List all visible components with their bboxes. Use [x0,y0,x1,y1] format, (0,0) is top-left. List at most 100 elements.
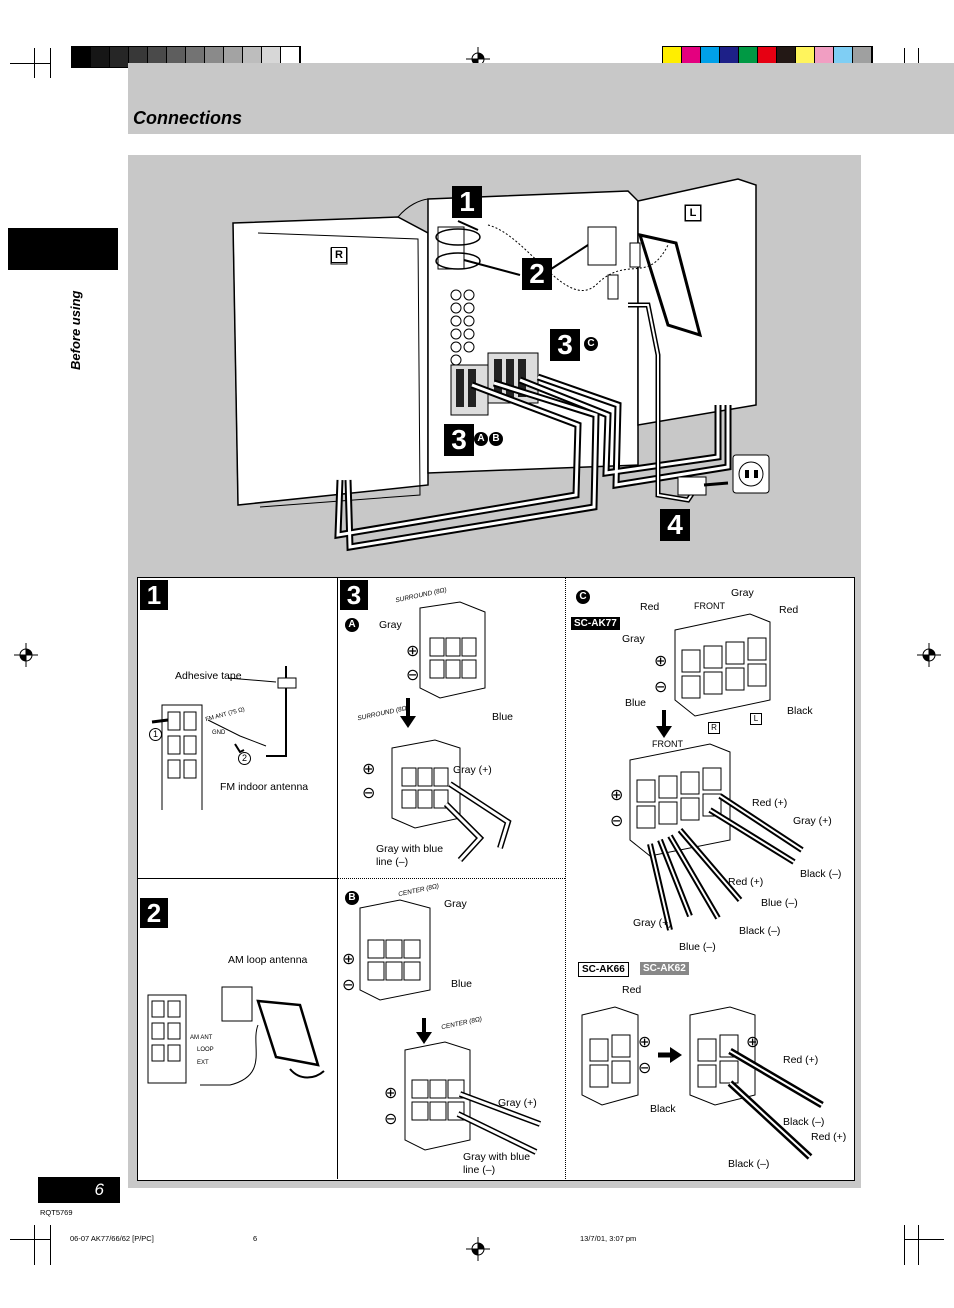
front-label: FRONT [694,601,725,611]
crop-mark [34,48,35,78]
c-red-label: Red [640,601,660,613]
wire-blue-label-b: Blue [451,978,473,990]
svg-text:⊖: ⊖ [610,811,623,830]
wire-gray-label: Gray [379,619,402,631]
front-label: FRONT [652,739,683,749]
panel1-step-badge: 1 [140,580,168,610]
speaker-r-label: R [331,247,347,263]
callout-1: 1 [149,728,162,741]
ak66-black-minus-label: Black (–) [783,1116,825,1128]
panel3-step-badge: 3 [340,580,368,610]
ak66-red-plus-label: Red (+) [811,1131,847,1143]
color-swatch [205,47,224,67]
color-swatch [758,47,777,67]
color-swatch [739,47,758,67]
svg-text:⊕: ⊕ [342,949,355,968]
model-badge-sc-ak62: SC-AK62 [640,962,689,975]
c-black-minus-label: Black (–) [739,925,781,937]
header-band [128,63,954,134]
color-swatch [834,47,853,67]
svg-text:⊕: ⊕ [654,651,667,670]
registration-target-icon [14,643,38,667]
step-1-badge: 1 [452,186,482,218]
svg-text:⊖: ⊖ [638,1058,651,1077]
wire-gray-label-b: Gray [444,898,467,910]
color-swatch [720,47,739,67]
panel-divider [138,878,337,879]
c-l-marker: L [750,713,762,725]
svg-text:⊖: ⊖ [342,975,355,994]
c-red-plus-label: Red (+) [752,797,788,809]
sub-a-marker: A [345,618,359,632]
registration-target-icon [466,1237,490,1261]
am-antenna-label: AM loop antenna [228,954,308,966]
svg-text:⊖: ⊖ [406,665,419,684]
speaker-terminal-illustration-c: ⊕ ⊖ ⊕ ⊖ [610,613,804,931]
crop-mark [10,63,50,64]
crop-mark [918,1225,919,1265]
color-calibration-bar [662,46,873,68]
svg-text:⊖: ⊖ [654,677,667,696]
panel-divider [565,578,566,1179]
color-swatch [281,47,300,67]
model-badge-sc-ak77: SC-AK77 [571,617,620,630]
color-swatch [148,47,167,67]
svg-text:⊕: ⊕ [610,785,623,804]
wire-gray-plus-label-b: Gray (+) [498,1097,537,1109]
wire-gray-blue-line-label-b: Gray with blue line (–) [463,1151,531,1176]
crop-mark [50,1225,51,1265]
page-title: Connections [133,108,243,128]
panel2-step-badge: 2 [140,898,168,928]
fm-antenna-label: FM indoor antenna [220,781,309,793]
sub-c-marker: C [576,590,590,604]
color-swatch [701,47,720,67]
c-black-label: Black [787,705,813,717]
step-2-badge: 2 [522,258,552,290]
step-4-badge: 4 [660,509,690,541]
color-swatch [224,47,243,67]
step-3c-badge: 3 [550,329,580,361]
c-black-minus-label: Black (–) [800,868,842,880]
color-swatch [186,47,205,67]
step-3ab-badge: 3 [444,424,474,456]
panel-divider [338,878,565,879]
callout-2: 2 [238,752,251,765]
crop-mark [34,1225,35,1265]
model-badge-sc-ak66: SC-AK66 [578,962,629,977]
panel-divider [337,578,338,1179]
footer-timestamp: 13/7/01, 3:07 pm [580,1234,637,1243]
color-swatch [110,47,129,67]
am-antenna-illustration [147,986,325,1086]
wire-gray-blue-line-label: Gray with blue line (–) [376,843,444,868]
c-blue-label: Blue [625,697,647,709]
ak66-red-label: Red [622,984,642,996]
c-gray-label: Gray [622,633,645,645]
section-label: Before using [68,290,83,370]
color-swatch [243,47,262,67]
color-swatch [815,47,834,67]
color-swatch [72,47,91,67]
color-swatch [129,47,148,67]
footer-page: 6 [253,1234,258,1243]
c-blue-minus-label: Blue (–) [761,897,798,909]
ext-terminal-label: EXT [197,1060,209,1066]
adhesive-tape-label: Adhesive tape [175,670,242,682]
speaker-terminal-illustration-a: ⊕ ⊖ ⊕ ⊖ [362,601,512,863]
color-swatch [167,47,186,67]
svg-text:⊕: ⊕ [638,1032,651,1051]
gnd-terminal-label: GND [212,730,226,736]
c-r-marker: R [708,722,720,734]
registration-target-icon [917,643,941,667]
crop-mark [904,1239,944,1240]
wire-gray-plus-label: Gray (+) [453,764,492,776]
speaker-terminal-illustration-b: ⊕ ⊖ ⊕ ⊖ [342,899,542,1155]
page-number: 6 [38,1177,120,1203]
doc-code: RQT5769 [40,1208,73,1217]
c-gray-label: Gray [731,587,754,599]
c-gray-plus-label: Gray (+) [793,815,832,827]
c-blue-minus-label: Blue (–) [679,941,716,953]
svg-text:⊕: ⊕ [746,1032,759,1051]
color-swatch [777,47,796,67]
color-swatch [91,47,110,67]
svg-text:⊖: ⊖ [362,783,375,802]
